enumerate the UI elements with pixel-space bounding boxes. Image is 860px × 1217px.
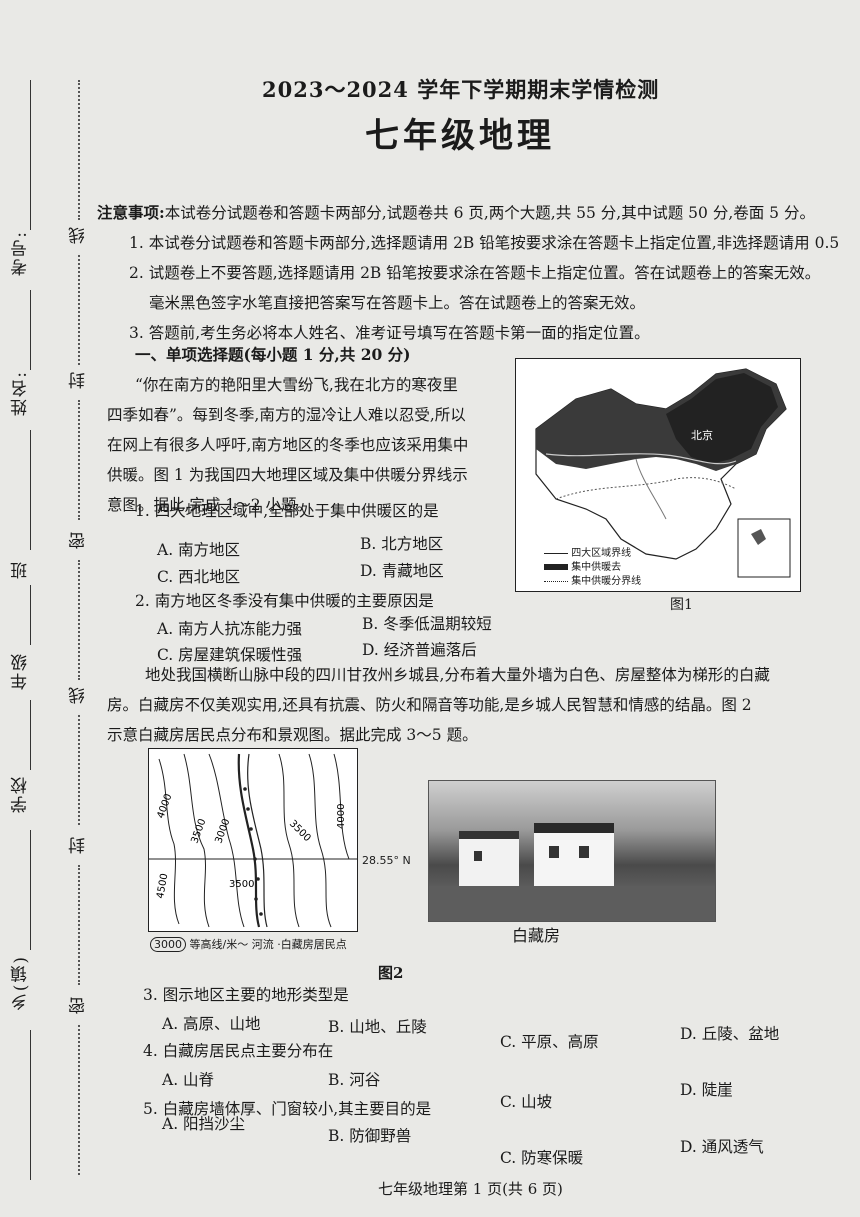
question-4-stem: 4. 白藏房居民点主要分布在 bbox=[143, 1042, 334, 1060]
figure1-caption: 图1 bbox=[670, 597, 693, 613]
passage1-line-2: 在网上有很多人呼吁,南方地区的冬季也应该采用集中 bbox=[107, 436, 469, 454]
school-label: 学校 bbox=[11, 775, 31, 813]
q1-option-a[interactable]: A. 南方地区 bbox=[157, 541, 241, 559]
page-footer: 七年级地理第 1 页(共 6 页) bbox=[378, 1180, 563, 1198]
passage2-line-2: 示意白藏房居民点分布和景观图。据此完成 3～5 题。 bbox=[107, 726, 478, 744]
house-main bbox=[534, 823, 614, 895]
window-icon bbox=[549, 846, 559, 858]
q4-option-a[interactable]: A. 山脊 bbox=[162, 1071, 215, 1089]
white-tibetan-house-photo bbox=[428, 780, 716, 922]
question-1-stem: 1. 四大地理区域中,全部处于集中供暖区的是 bbox=[135, 502, 439, 520]
seal-word-line: 线 bbox=[69, 225, 89, 244]
notes-item-2-cont: 毫米黑色签字水笔直接把答案写在答题卡上。答在试题卷上的答案无效。 bbox=[149, 294, 646, 312]
contour-label-4000-a: 4000 bbox=[155, 792, 174, 820]
q5-option-a[interactable]: A. 阳挡沙尘 bbox=[162, 1115, 246, 1133]
notes-item-3: 3. 答题前,考生务必将本人姓名、准考证号填写在答题卡第一面的指定位置。 bbox=[129, 324, 650, 342]
name-label: 姓名: bbox=[11, 370, 31, 416]
q4-option-b[interactable]: B. 河谷 bbox=[328, 1071, 381, 1089]
q3-option-b[interactable]: B. 山地、丘陵 bbox=[328, 1018, 427, 1036]
exam-number-label: 考号: bbox=[11, 230, 31, 276]
passage2-line-1: 房。白藏房不仅美观实用,还具有抗震、防火和隔音等功能,是乡城人民智慧和情感的结晶… bbox=[107, 696, 752, 714]
notes-item-1: 1. 本试卷分试题卷和答题卡两部分,选择题请用 2B 铅笔按要求涂在答题卡上指定… bbox=[129, 234, 840, 252]
legend-text: 等高线/米～ 河流 ·白藏房居民点 bbox=[189, 938, 347, 951]
q3-option-c[interactable]: C. 平原、高原 bbox=[500, 1033, 599, 1051]
question-3-stem: 3. 图示地区主要的地形类型是 bbox=[143, 986, 349, 1004]
passage1-line-0: “你在南方的艳阳里大雪纷飞,我在北方的寒夜里 bbox=[135, 376, 458, 394]
passage1-line-3: 供暖。图 1 为我国四大地理区域及集中供暖分界线示 bbox=[107, 466, 468, 484]
binding-gutter: 考号: 姓名: 班 年级 学校 乡(镇) 线 封 密 线 封 密 bbox=[0, 60, 95, 1200]
passage1-line-4: 意图。据此,完成 1～2 小题。 bbox=[107, 496, 313, 514]
question-5-stem: 5. 白藏房墙体厚、门窗较小,其主要目的是 bbox=[143, 1100, 432, 1118]
q4-option-c[interactable]: C. 山坡 bbox=[500, 1093, 553, 1111]
window-icon bbox=[579, 846, 589, 858]
contour-label-3500-c: 3500 bbox=[189, 817, 208, 845]
contour-label-4500: 4500 bbox=[155, 873, 170, 900]
legend-region-boundary: 四大区域界线 bbox=[571, 548, 632, 559]
legend-heating-line: 集中供暖分界线 bbox=[571, 576, 642, 587]
latitude-label: 28.55° N bbox=[362, 854, 411, 867]
contour-label-3500-a: 3500 bbox=[287, 818, 313, 844]
notes-heading: 注意事项: bbox=[97, 203, 165, 222]
figure1-legend: 四大区域界线 集中供暖去 集中供暖分界线 bbox=[544, 547, 641, 589]
contour-drawing: 4000 3000 3500 4000 3500 4500 3500 bbox=[149, 753, 357, 928]
passage2-line-0: 地处我国横断山脉中段的四川甘孜州乡城县,分布着大量外墙为白色、房屋整体为梯形的白… bbox=[145, 666, 770, 684]
q5-option-b[interactable]: B. 防御野兽 bbox=[328, 1127, 412, 1145]
seal-word-line-2: 线 bbox=[69, 685, 89, 704]
legend-heating-area: 集中供暖去 bbox=[571, 562, 622, 573]
beijing-label: 北京 bbox=[691, 428, 713, 442]
question-1: 1. 四大地理区域中,全部处于集中供暖区的是 bbox=[135, 496, 439, 526]
contour-label-3500-b: 3500 bbox=[229, 879, 254, 890]
seal-word-secret: 密 bbox=[69, 530, 89, 549]
seal-word-seal: 封 bbox=[69, 370, 89, 389]
china-map-drawing: 北京 bbox=[535, 368, 791, 578]
figure2-contour-map: 4000 3000 3500 4000 3500 4500 3500 bbox=[148, 748, 358, 932]
contour-label-4000-b: 4000 bbox=[336, 804, 347, 829]
q2-option-b[interactable]: B. 冬季低温期较短 bbox=[362, 615, 492, 633]
passage2-block: 地处我国横断山脉中段的四川甘孜州乡城县,分布着大量外墙为白色、房屋整体为梯形的白… bbox=[107, 660, 837, 750]
exam-title: 七年级地理 bbox=[365, 116, 555, 156]
q2-option-d[interactable]: D. 经济普遍落后 bbox=[362, 641, 477, 659]
q2-option-a[interactable]: A. 南方人抗冻能力强 bbox=[157, 620, 303, 638]
question-2-stem: 2. 南方地区冬季没有集中供暖的主要原因是 bbox=[135, 592, 434, 610]
photo-caption: 白藏房 bbox=[512, 926, 561, 945]
q1-option-b[interactable]: B. 北方地区 bbox=[360, 535, 444, 553]
q5-option-d[interactable]: D. 通风透气 bbox=[680, 1138, 764, 1156]
passage1-line-1: 四季如春”。每到冬季,南方的湿冷让人难以忍受,所以 bbox=[107, 406, 466, 424]
notes-line-0: 本试卷分试题卷和答题卡两部分,试题卷共 6 页,两个大题,共 55 分,其中试题… bbox=[164, 204, 815, 222]
class-label: 班 bbox=[11, 560, 31, 579]
seal-word-secret-2: 密 bbox=[69, 995, 89, 1014]
figure2-caption: 图2 bbox=[378, 964, 404, 982]
q3-option-a[interactable]: A. 高原、山地 bbox=[162, 1015, 261, 1033]
q2-option-c[interactable]: C. 房屋建筑保暖性强 bbox=[157, 646, 303, 664]
house-left bbox=[459, 831, 519, 891]
q1-option-c[interactable]: C. 西北地区 bbox=[157, 568, 241, 586]
ground bbox=[429, 886, 715, 921]
seal-word-seal-2: 封 bbox=[69, 835, 89, 854]
notes-item-2: 2. 试题卷上不要答题,选择题请用 2B 铅笔按要求涂在答题卡上指定位置。答在试… bbox=[129, 264, 821, 282]
notes-block: 注意事项:本试卷分试题卷和答题卡两部分,试题卷共 6 页,两个大题,共 55 分… bbox=[97, 198, 847, 348]
window-icon bbox=[474, 851, 482, 861]
q3-option-d[interactable]: D. 丘陵、盆地 bbox=[680, 1025, 780, 1043]
q4-option-d[interactable]: D. 陡崖 bbox=[680, 1081, 733, 1099]
exam-subtitle: 2023～2024 学年下学期期末学情检测 bbox=[262, 77, 660, 102]
q1-option-d[interactable]: D. 青藏地区 bbox=[360, 562, 444, 580]
grade-label: 年级 bbox=[11, 652, 31, 690]
section-heading: 一、单项选择题(每小题 1 分,共 20 分) bbox=[135, 345, 411, 364]
town-label: 乡(镇) bbox=[11, 955, 31, 1011]
section1-block: 一、单项选择题(每小题 1 分,共 20 分) “你在南方的艳阳里大雪纷飞,我在… bbox=[107, 340, 512, 520]
q5-option-c[interactable]: C. 防寒保暖 bbox=[500, 1149, 584, 1167]
figure1-map: 北京 四大区域界线 集中供暖去 集中供暖分界线 bbox=[515, 358, 801, 592]
figure2-legend: 3000 等高线/米～ 河流 ·白藏房居民点 bbox=[150, 936, 347, 952]
legend-contour-sample: 3000 bbox=[150, 937, 186, 952]
